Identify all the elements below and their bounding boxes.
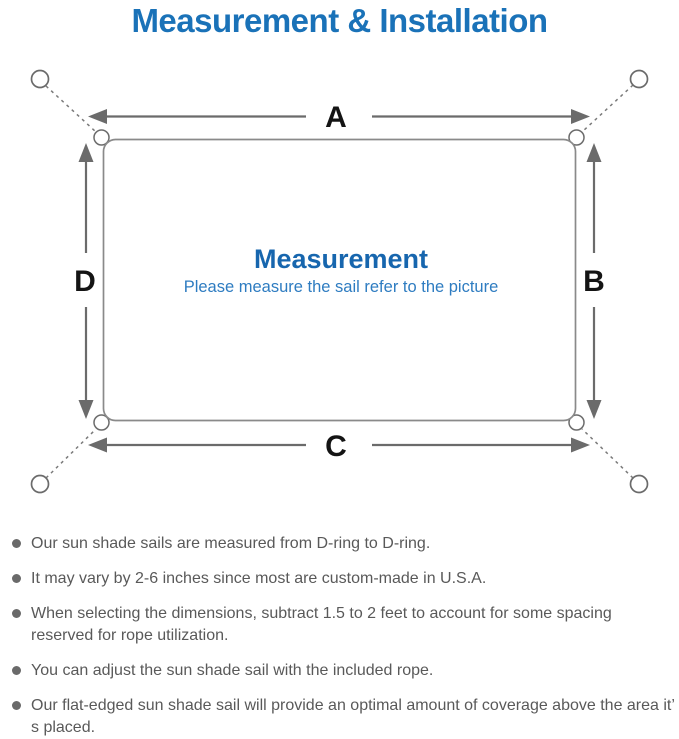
list-item: You can adjust the sun shade sail with t…: [10, 660, 675, 682]
list-item: Our flat-edged sun shade sail will provi…: [10, 695, 675, 739]
rope-line-top-right: [581, 84, 634, 133]
arrowhead-b-top: [586, 143, 602, 162]
dimension-label-b: B: [583, 265, 605, 298]
bullet-dot: [12, 539, 21, 548]
corner-rings: [30, 69, 649, 494]
dimension-label-d: D: [74, 265, 96, 298]
arrowhead-b-bottom: [586, 400, 602, 419]
arrowhead-a-left: [88, 109, 107, 124]
page-title: Measurement & Installation: [131, 2, 548, 39]
rope-line-bottom-left: [45, 428, 97, 479]
d-ring-bottom-left: [93, 414, 110, 431]
rope-line-top-left: [45, 85, 97, 133]
bullet-dot: [12, 701, 21, 710]
arrowhead-c-right: [571, 437, 590, 453]
corner-ring-top-right: [629, 69, 649, 89]
dimension-label-a: A: [325, 101, 347, 134]
dimension-d: [78, 143, 94, 419]
arrowhead-d-bottom: [78, 400, 94, 419]
dimension-label-c: C: [325, 430, 347, 463]
measurement-diagram: A B C D Measurement Please measure the s…: [30, 69, 649, 494]
rope-line-bottom-right: [581, 428, 634, 479]
dimension-c: [88, 437, 590, 453]
bullet-dot: [12, 609, 21, 618]
corner-ring-top-left: [30, 69, 50, 89]
list-item: Our sun shade sails are measured from D-…: [10, 533, 675, 555]
notes-list: Our sun shade sails are measured from D-…: [10, 533, 675, 739]
bullet-text: You can adjust the sun shade sail with t…: [31, 662, 434, 679]
corner-ring-bottom-left: [30, 474, 50, 494]
d-ring-bottom-right: [568, 414, 585, 431]
d-ring-top-right: [568, 129, 585, 146]
arrowhead-a-right: [571, 109, 590, 124]
arrowhead-d-top: [78, 143, 94, 162]
sail-outline: [102, 138, 577, 422]
dimension-b: [586, 143, 602, 419]
center-note: Please measure the sail refer to the pic…: [184, 278, 499, 296]
arrowhead-c-left: [88, 437, 107, 453]
bullet-dot: [12, 574, 21, 583]
center-heading: Measurement: [254, 244, 428, 274]
d-ring-top-left: [93, 129, 110, 146]
list-item: It may vary by 2-6 inches since most are…: [10, 568, 675, 590]
list-item: When selecting the dimensions, subtract …: [10, 603, 675, 647]
corner-ring-bottom-right: [629, 474, 649, 494]
bullet-text: It may vary by 2-6 inches since most are…: [31, 570, 487, 587]
bullet-dot: [12, 666, 21, 675]
d-rings: [93, 129, 585, 431]
rope-lines: [45, 84, 634, 479]
dimension-a: [88, 109, 590, 124]
bullet-text: Our flat-edged sun shade sail will provi…: [31, 697, 675, 736]
bullet-text: When selecting the dimensions, subtract …: [31, 605, 612, 644]
bullet-text: Our sun shade sails are measured from D-…: [31, 535, 431, 552]
